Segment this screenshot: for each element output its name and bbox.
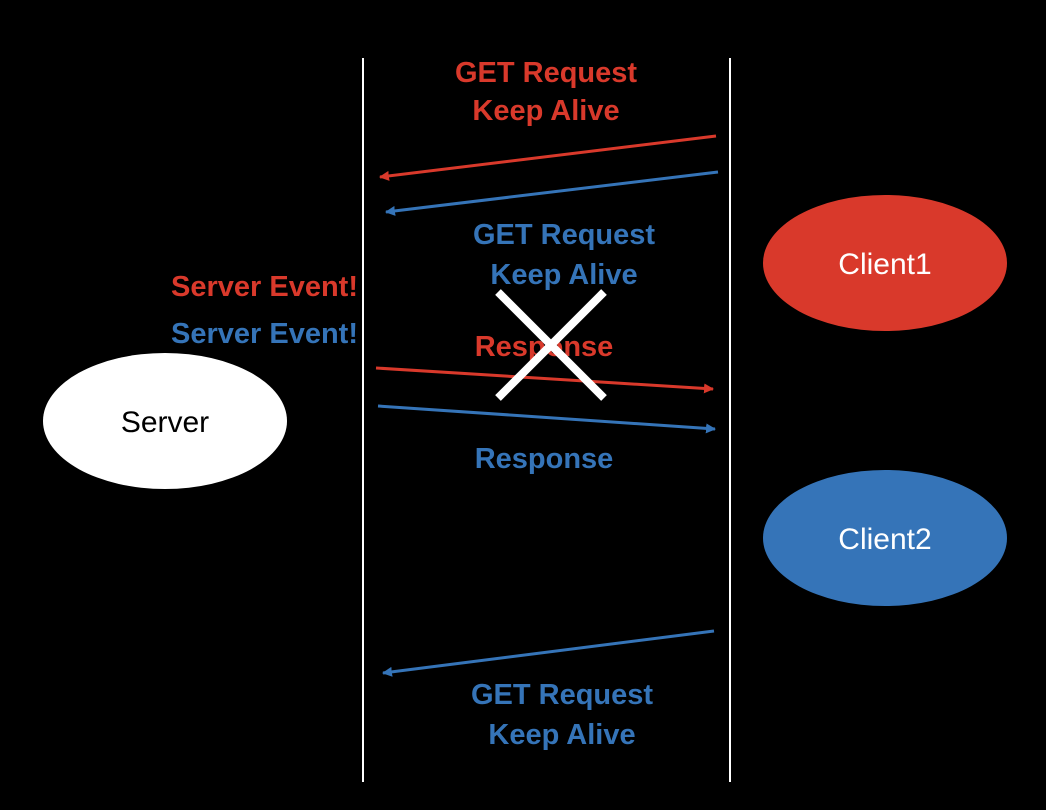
client1-node: Client1 (763, 195, 1007, 331)
red-server-event-label: Server Event! (171, 271, 358, 303)
server-label: Server (121, 406, 209, 439)
client1-label: Client1 (838, 248, 931, 281)
red-request-label-line1: GET Request (455, 57, 637, 89)
server-ellipse (43, 353, 287, 489)
client2-ellipse (763, 470, 1007, 606)
server-node: Server (43, 353, 287, 489)
blue-request2-label-line1: GET Request (471, 679, 653, 711)
blue-request-label-line1: GET Request (473, 219, 655, 251)
blue-request2-label-line2: Keep Alive (488, 719, 635, 751)
client1-ellipse (763, 195, 1007, 331)
red-response-arrow (375, 366, 714, 394)
red-request-label-line2: Keep Alive (472, 95, 619, 127)
blue-response-arrow (377, 404, 716, 434)
blue-request-arrow (385, 170, 719, 216)
client2-label: Client2 (838, 523, 931, 556)
blue-server-event-label: Server Event! (171, 318, 358, 350)
x-mark-icon (495, 289, 607, 401)
blue-request-label-line2: Keep Alive (490, 259, 637, 291)
blue-response-label: Response (475, 443, 614, 475)
blue-request2-arrow (382, 629, 715, 677)
client2-node: Client2 (763, 470, 1007, 606)
red-request-arrow (379, 134, 717, 181)
